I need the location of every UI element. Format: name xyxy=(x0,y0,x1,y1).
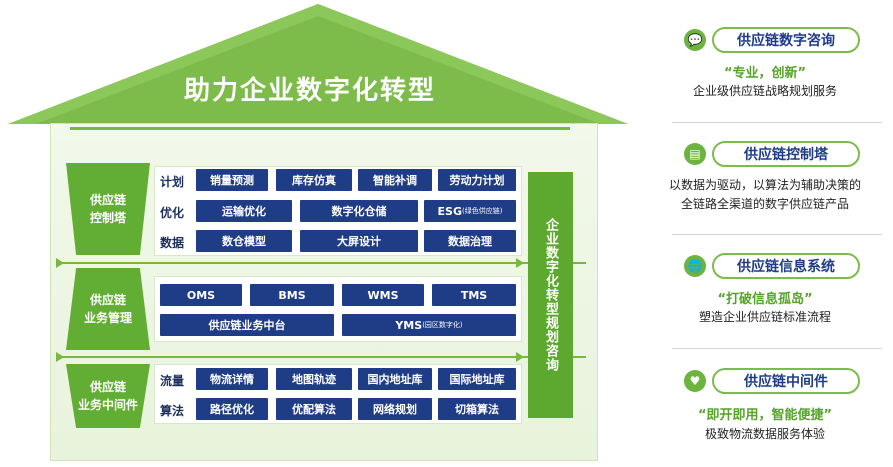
cell-route-opt: 路径优化 xyxy=(196,398,268,420)
cell-domestic-address: 国内地址库 xyxy=(358,368,432,390)
cell-inventory-sim: 库存仿真 xyxy=(276,169,352,191)
card-quote-info-system: “打破信息孤岛” xyxy=(717,292,813,307)
card-title-info-system: 供应链信息系统 xyxy=(712,253,860,279)
cell-smart-replenish: 智能补调 xyxy=(358,169,432,191)
cell-dw-model: 数仓模型 xyxy=(196,230,292,252)
cell-sales-forecast: 销量预测 xyxy=(196,169,268,191)
card-title-consulting: 供应链数字咨询 xyxy=(712,27,860,53)
card-divider-3 xyxy=(672,348,882,349)
cell-esg: ESG(绿色供应链) xyxy=(424,200,516,222)
cell-intl-address: 国际地址库 xyxy=(438,368,516,390)
cell-oms: OMS xyxy=(160,284,242,306)
row-label-plan: 计划 xyxy=(159,175,184,189)
card-desc-consulting: 企业级供应链战略规划服务 xyxy=(692,84,837,98)
row-label-data: 数据 xyxy=(159,236,184,250)
section-separator-2 xyxy=(56,356,586,358)
house-top-line xyxy=(70,127,570,130)
section-middleware-pillar: 供应链 业务中间件 xyxy=(66,364,150,428)
card-quote-consulting: “专业，创新” xyxy=(723,66,807,81)
separator-arrow-right xyxy=(516,258,524,268)
section-separator-1 xyxy=(56,262,586,264)
consulting-vertical-panel: 企业数字化转型规划咨询 xyxy=(528,172,573,418)
cell-yms: YMS(园区数字化) xyxy=(342,314,516,336)
cell-logistics-detail: 物流详情 xyxy=(196,368,268,390)
cell-business-middle-platform: 供应链业务中台 xyxy=(160,314,334,336)
heart-hand-icon: ♥ xyxy=(684,370,706,392)
cell-wms: WMS xyxy=(342,284,424,306)
tower-icon: ▤ xyxy=(684,143,706,165)
section-business-mgmt-pillar: 供应链 业务管理 xyxy=(66,268,150,350)
cell-map-track: 地图轨迹 xyxy=(276,368,352,390)
row-label-traffic: 流量 xyxy=(159,374,184,388)
card-desc-control-tower: 以数据为驱动，以算法为辅助决策的 全链路全渠道的数字供应链产品 xyxy=(668,178,861,211)
separator-arrow-left xyxy=(56,258,64,268)
card-title-control-tower: 供应链控制塔 xyxy=(712,141,860,167)
cell-labor-plan: 劳动力计划 xyxy=(438,169,516,191)
chat-icon: 💬 xyxy=(684,29,706,51)
row-label-algorithm: 算法 xyxy=(159,404,184,418)
cell-tms: TMS xyxy=(432,284,516,306)
card-divider-2 xyxy=(672,234,882,235)
cell-digital-warehouse: 数字化仓储 xyxy=(300,200,418,222)
cell-box-cutting-algo: 切箱算法 xyxy=(438,398,516,420)
cell-transport-opt: 运输优化 xyxy=(196,200,292,222)
cell-dashboard-design: 大屏设计 xyxy=(300,230,418,252)
card-divider-1 xyxy=(672,122,882,123)
cell-data-governance: 数据治理 xyxy=(424,230,516,252)
card-quote-middleware: “即开即用，智能便捷” xyxy=(697,408,833,423)
cell-matching-algo: 优配算法 xyxy=(276,398,352,420)
separator-arrow-right-2 xyxy=(516,352,524,362)
section-control-tower-pillar: 供应链 控制塔 xyxy=(66,163,150,255)
house-roof xyxy=(8,4,628,124)
card-desc-info-system: 塑造企业供应链标准流程 xyxy=(698,310,831,324)
globe-icon: 🌐 xyxy=(684,255,706,277)
row-label-optimize: 优化 xyxy=(159,206,184,220)
house-title: 助力企业数字化转型 xyxy=(183,76,436,106)
separator-arrow-left-2 xyxy=(56,352,64,362)
card-desc-middleware: 极致物流数据服务体验 xyxy=(704,427,825,441)
cell-network-plan: 网络规划 xyxy=(358,398,432,420)
card-title-middleware: 供应链中间件 xyxy=(712,368,860,394)
cell-bms: BMS xyxy=(250,284,334,306)
